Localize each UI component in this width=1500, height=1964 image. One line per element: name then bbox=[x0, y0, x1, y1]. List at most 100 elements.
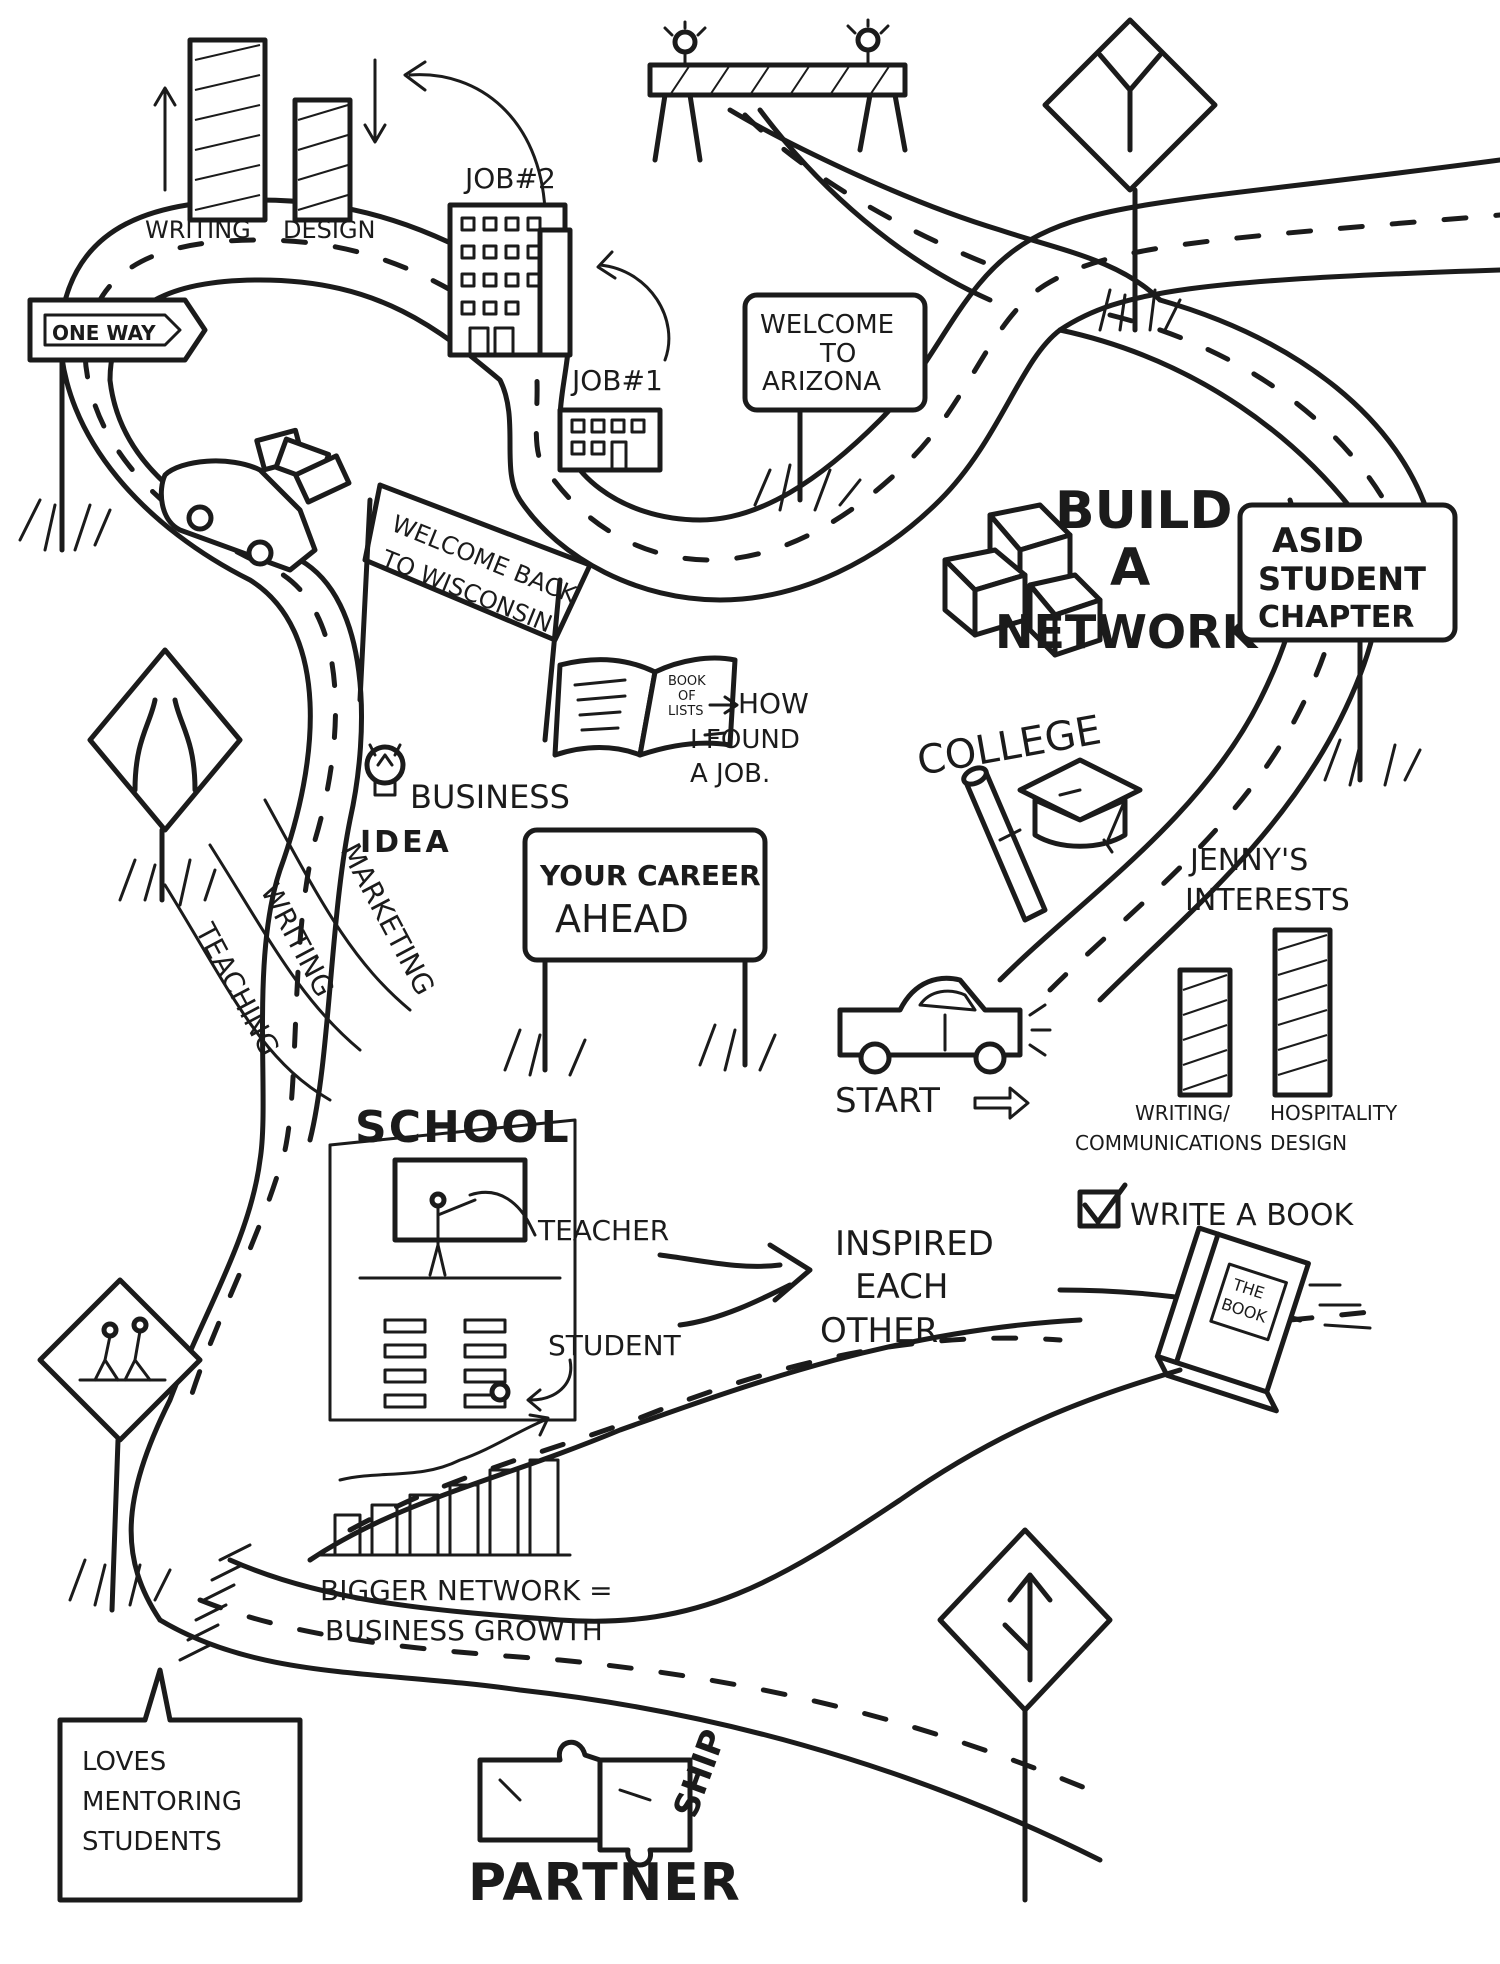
design-bar bbox=[292, 97, 353, 223]
start-car-icon bbox=[837, 975, 1052, 1075]
road-centerline bbox=[1287, 1307, 1393, 1323]
how-line1: HOW bbox=[738, 687, 809, 720]
write-book-task: WRITE A BOOK THE BOOK bbox=[1077, 1182, 1372, 1414]
marketing-label: MARKETING bbox=[334, 838, 441, 1001]
school-label: SCHOOL bbox=[355, 1102, 571, 1153]
down-arrow-icon bbox=[363, 58, 387, 144]
job2-building: JOB#2 bbox=[447, 162, 573, 358]
road-centerline bbox=[82, 212, 1500, 563]
road-centerline bbox=[197, 1597, 1093, 1793]
lightbulb-icon bbox=[364, 743, 406, 797]
merge-arrows-icon bbox=[657, 1242, 813, 1328]
student-label: STUDENT bbox=[548, 1329, 682, 1362]
book-of-lists: BOOK OF LISTS HOW I FOUND A JOB. bbox=[552, 655, 809, 789]
merge-arrow-sign-icon bbox=[937, 1527, 1113, 1903]
inspired-line3: OTHER bbox=[820, 1311, 938, 1351]
asid-line2: STUDENT bbox=[1258, 560, 1426, 598]
asid-sign: ASID STUDENT CHAPTER bbox=[1237, 502, 1458, 787]
asid-line1: ASID bbox=[1272, 521, 1364, 561]
road-centerline bbox=[82, 352, 338, 1403]
curved-arrow-icon bbox=[403, 60, 547, 212]
up-arrow-icon bbox=[153, 86, 177, 192]
moving-car-icon bbox=[158, 427, 352, 573]
blackboard bbox=[392, 1157, 528, 1243]
road-edge bbox=[307, 1317, 1083, 1563]
fork-road-sign-icon bbox=[1042, 17, 1218, 333]
road-edge bbox=[227, 1367, 1183, 1624]
arizona-line1: WELCOME bbox=[760, 310, 894, 340]
road-edge bbox=[1057, 327, 1363, 523]
school: SCHOOL TEACHER STUDENT bbox=[328, 1102, 682, 1422]
road-centerline bbox=[347, 1335, 1063, 1533]
loves-line3: STUDENTS bbox=[82, 1827, 222, 1857]
road-centerline bbox=[1107, 312, 1398, 523]
bigger-line1: BIGGER NETWORK = bbox=[320, 1574, 613, 1607]
partnership-puzzle: PARTNER SHIP bbox=[468, 1724, 741, 1913]
book-line1: BOOK bbox=[668, 674, 706, 689]
arizona-line3: ARIZONA bbox=[762, 367, 881, 397]
writing-comm-line2: COMMUNICATIONS bbox=[1075, 1131, 1262, 1155]
bigger-line2: BUSINESS GROWTH bbox=[325, 1614, 603, 1647]
build-label: BUILD bbox=[1055, 481, 1233, 541]
writing-label: WRITING bbox=[145, 216, 251, 244]
inspired-line1: INSPIRED bbox=[835, 1224, 994, 1264]
business-label: BUSINESS bbox=[410, 778, 570, 816]
jenny-interests-chart: JENNY'S INTERESTS WRITING/ COMMUNICATION… bbox=[1075, 843, 1398, 1155]
graduation-cap-icon bbox=[1017, 757, 1143, 854]
arizona-line2: TO bbox=[819, 339, 856, 369]
the-book-icon: THE BOOK bbox=[1154, 1225, 1311, 1414]
inspired-each-other: INSPIRED EACH OTHER bbox=[657, 1224, 994, 1351]
idea-label: IDEA bbox=[360, 825, 452, 860]
writing-bar bbox=[187, 37, 268, 223]
loves-line1: LOVES bbox=[82, 1747, 166, 1777]
narrow-road-sign-icon bbox=[87, 647, 243, 907]
college: COLLEGE bbox=[914, 707, 1143, 923]
boxes-icon bbox=[942, 502, 1103, 658]
growth-chart: BIGGER NETWORK = BUSINESS GROWTH bbox=[318, 1413, 613, 1647]
welcome-wisconsin-banner: WELCOME BACK TO WISCONSIN bbox=[357, 482, 593, 743]
how-line2: I FOUND bbox=[690, 725, 800, 755]
road-edge bbox=[757, 107, 993, 303]
road-edge bbox=[57, 327, 313, 1623]
a-label: A bbox=[1110, 538, 1150, 598]
job1-building: JOB#1 bbox=[557, 364, 663, 473]
job1-label: JOB#1 bbox=[570, 364, 663, 397]
writing-comm-line1: WRITING/ bbox=[1135, 1101, 1230, 1125]
loves-line2: MENTORING bbox=[82, 1787, 242, 1817]
start-arrow-icon bbox=[973, 1086, 1030, 1120]
crosswalk bbox=[178, 1543, 252, 1662]
write-book-label: WRITE A BOOK bbox=[1130, 1198, 1355, 1233]
mentoring-callout: LOVES MENTORING STUDENTS bbox=[57, 1667, 303, 1903]
one-way-sign: ONE WAY bbox=[18, 297, 208, 553]
hospitality-line1: HOSPITALITY bbox=[1270, 1101, 1398, 1125]
road-edge bbox=[107, 267, 1500, 603]
road-edge bbox=[1157, 297, 1433, 523]
inspired-line2: EACH bbox=[855, 1267, 948, 1307]
career-ahead-sign: YOUR CAREER AHEAD bbox=[503, 827, 777, 1077]
teaching-label: TEACHING bbox=[188, 917, 286, 1061]
career-line1: YOUR CAREER bbox=[539, 859, 761, 892]
job2-label: JOB#2 bbox=[463, 162, 556, 195]
start-label: START bbox=[835, 1081, 940, 1121]
career-line2: AHEAD bbox=[555, 897, 689, 941]
jenny-line1: JENNY'S bbox=[1188, 843, 1308, 878]
road-edge bbox=[157, 1617, 1103, 1863]
network-label: NETWORK bbox=[995, 605, 1260, 659]
diploma-icon bbox=[961, 765, 1048, 923]
how-line3: A JOB. bbox=[690, 759, 770, 789]
teacher-label: TEACHER bbox=[537, 1214, 669, 1247]
partner-label: PARTNER bbox=[468, 1853, 741, 1913]
book-line3: LISTS bbox=[668, 704, 704, 719]
pedestrian-sign-icon bbox=[37, 1277, 203, 1613]
puzzle-icon bbox=[477, 1739, 693, 1868]
design-label: DESIGN bbox=[283, 216, 376, 244]
hospitality-line2: DESIGN bbox=[1270, 1131, 1347, 1155]
curved-arrow-icon bbox=[596, 250, 671, 362]
build-network: BUILD A NETWORK bbox=[942, 481, 1260, 659]
top-bar-chart: WRITING DESIGN bbox=[145, 37, 547, 244]
road-barrier-icon bbox=[647, 18, 908, 163]
asid-line3: CHAPTER bbox=[1258, 600, 1414, 635]
one-way-label: ONE WAY bbox=[52, 321, 156, 345]
